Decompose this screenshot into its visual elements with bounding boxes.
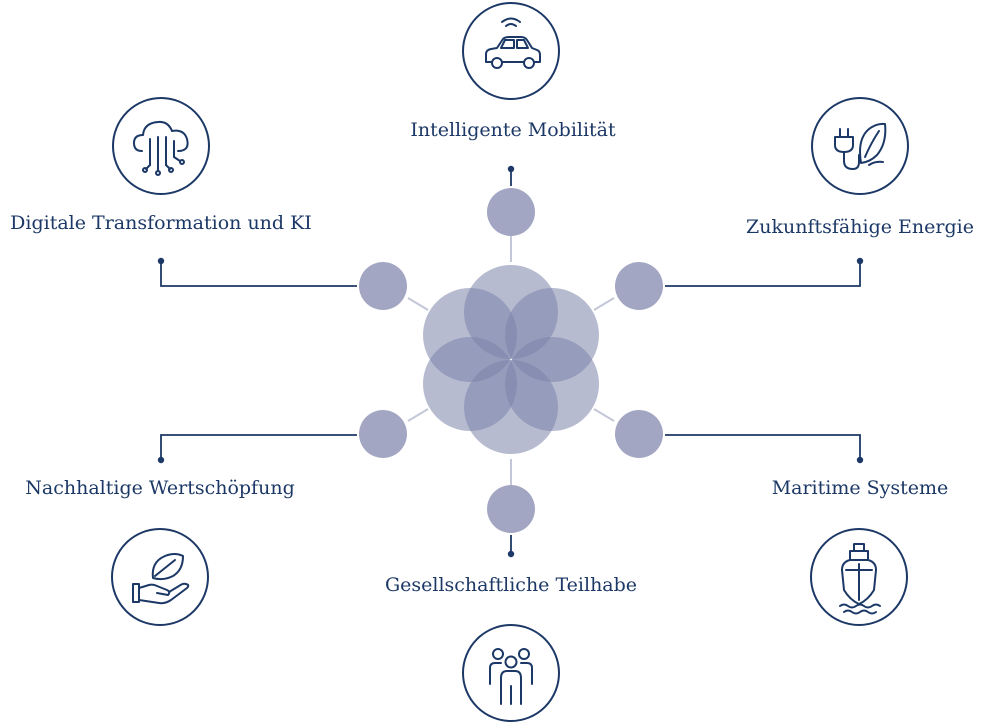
node-maritime [615, 410, 663, 458]
energy-icon-badge [811, 97, 909, 195]
node-value [359, 410, 407, 458]
leader-maritime [665, 434, 861, 459]
leader-dot-value [157, 456, 165, 464]
participation-icon-badge [462, 624, 560, 722]
leader-dots [157, 165, 864, 558]
topic-nodes [359, 188, 663, 533]
leader-dot-mobility [507, 165, 515, 173]
center-connectors [407, 236, 615, 485]
node-digital [359, 262, 407, 310]
leader-dot-maritime [856, 456, 864, 464]
label-participation: Gesellschaftliche Teilhabe [384, 574, 638, 596]
leader-dot-energy [856, 257, 864, 265]
maritime-icon-badge [810, 528, 908, 626]
connector-value [407, 408, 429, 422]
digital-icon-badge [112, 97, 210, 195]
connector-maritime [593, 408, 615, 422]
connector-energy [593, 297, 615, 311]
people-group-icon [489, 648, 533, 705]
leader-dot-digital [157, 257, 165, 265]
node-participation [487, 485, 535, 533]
label-value: Nachhaltige Wertschöpfung [25, 477, 295, 499]
label-digital: Digitale Transformation und KI [10, 212, 312, 234]
label-mobility: Intelligente Mobilität [410, 119, 616, 141]
value-icon-badge [111, 528, 209, 626]
leader-lines [160, 170, 861, 553]
hand-leaf-icon [132, 553, 190, 605]
node-mobility [487, 188, 535, 236]
node-energy [615, 262, 663, 310]
leader-value [160, 434, 357, 459]
mobility-icon-badge [462, 2, 560, 100]
petal-top-left [423, 288, 517, 382]
leader-digital [160, 262, 357, 287]
leader-dot-participation [507, 550, 515, 558]
connected-car-icon [485, 17, 541, 69]
ship-waves-icon [839, 543, 881, 615]
connector-digital [407, 297, 429, 311]
flower-of-life-center [423, 265, 599, 454]
leader-energy [665, 262, 861, 287]
label-energy: Zukunftsfähige Energie [746, 216, 974, 238]
cloud-circuit-icon [133, 120, 189, 176]
plug-leaf-icon [834, 122, 887, 170]
label-maritime: Maritime Systeme [771, 477, 949, 499]
